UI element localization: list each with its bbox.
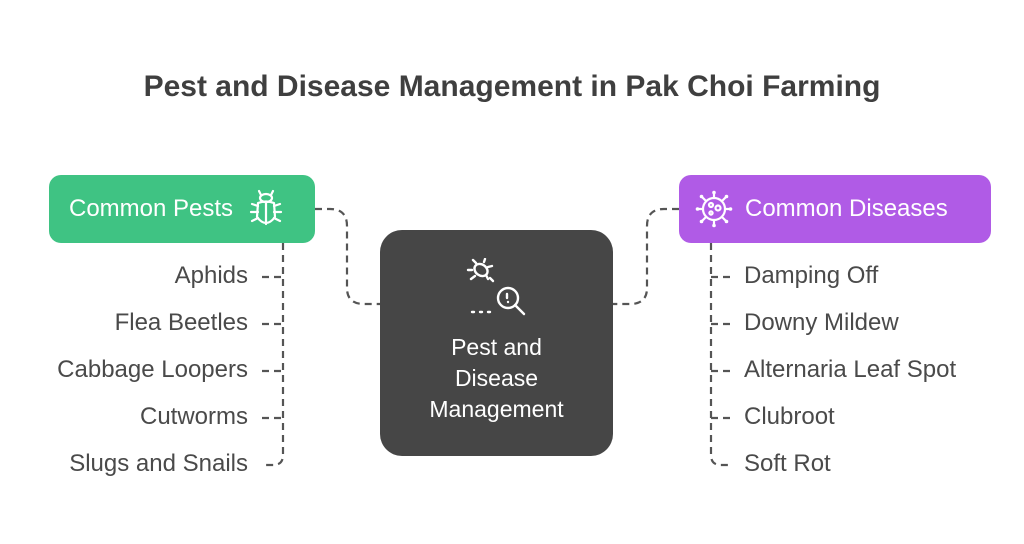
bug-magnifier-icon — [466, 258, 526, 316]
diagram-title: Pest and Disease Management in Pak Choi … — [143, 70, 881, 103]
diseases-to-center-connector — [613, 207, 679, 306]
pests-to-center-connector — [315, 207, 380, 306]
common-diseases-node: Common Diseases — [679, 175, 991, 243]
common-pests-label: Common Pests — [69, 195, 234, 222]
beetle-icon — [249, 189, 283, 226]
pest-item-cutworms: Cutworms — [139, 403, 248, 430]
pest-item-slugs-and-snails: Slugs and Snails — [69, 450, 248, 477]
center-node: Pest and Disease Management — [380, 230, 613, 456]
disease-item-damping-off: Damping Off — [744, 262, 879, 289]
pests-spine — [262, 243, 285, 467]
disease-item-soft-rot: Soft Rot — [744, 450, 831, 477]
common-pests-node: Common Pests — [49, 175, 315, 243]
disease-item-alternaria-leaf-spot: Alternaria Leaf Spot — [744, 356, 957, 383]
center-label: Pest and Disease Management — [429, 334, 564, 422]
pest-item-aphids: Aphids — [174, 262, 248, 289]
disease-item-clubroot: Clubroot — [744, 403, 835, 430]
disease-item-downy-mildew: Downy Mildew — [744, 309, 899, 336]
common-diseases-label: Common Diseases — [745, 195, 948, 222]
pest-item-cabbage-loopers: Cabbage Loopers — [57, 356, 248, 383]
pest-item-flea-beetles: Flea Beetles — [114, 309, 248, 336]
virus-icon — [695, 190, 733, 228]
diseases-spine — [709, 243, 732, 467]
